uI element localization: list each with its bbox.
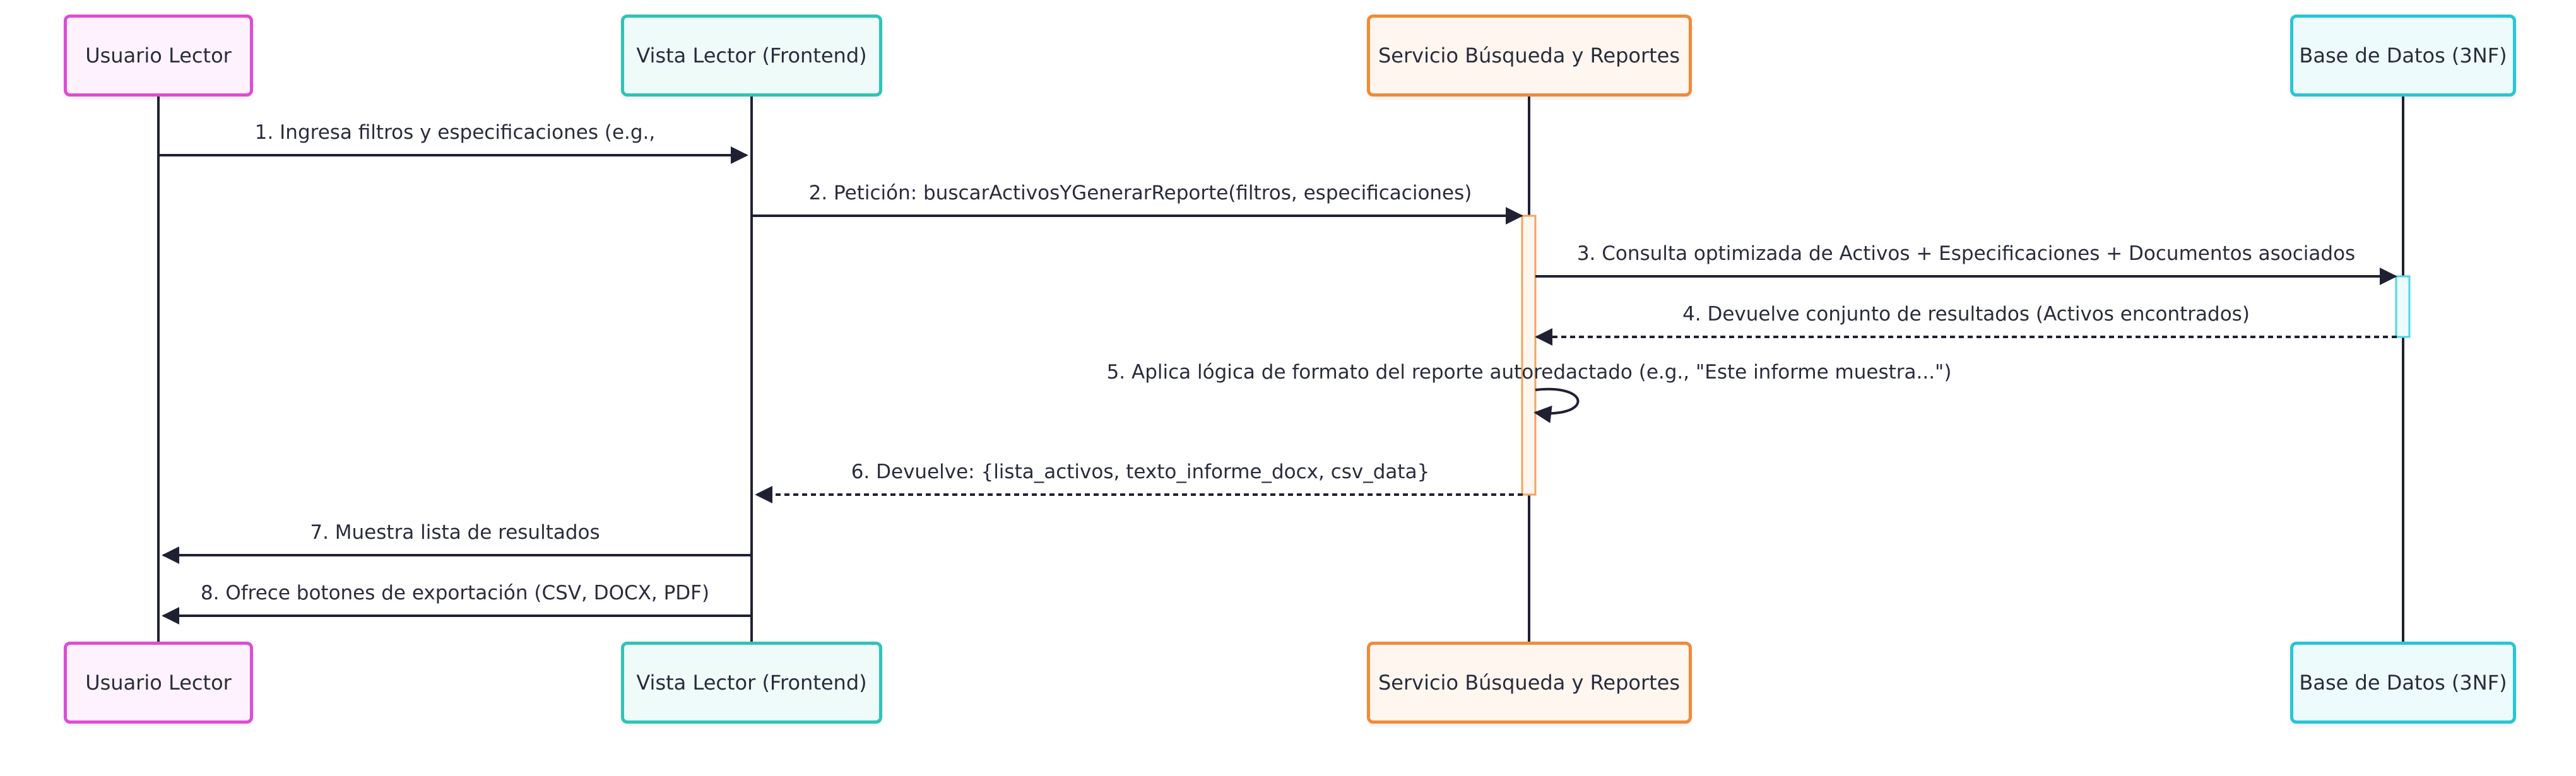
message-label-m5: 5. Aplica lógica de formato del reporte …: [1106, 361, 1952, 384]
actor-label: Vista Lector (Frontend): [636, 44, 867, 68]
actor-box-svc-bottom: Servicio Búsqueda y Reportes: [1366, 642, 1692, 724]
activation-bar-db: [2395, 275, 2411, 338]
actor-label: Base de Datos (3NF): [2299, 44, 2507, 68]
message-label-m7: 7. Muestra lista de resultados: [310, 521, 600, 544]
actor-box-user-top: Usuario Lector: [64, 15, 253, 97]
activation-bar-service: [1521, 215, 1537, 496]
message-label-m1: 1. Ingresa filtros y especificaciones (e…: [254, 121, 656, 144]
message-label-m6: 6. Devuelve: {lista_activos, texto_infor…: [851, 461, 1430, 483]
actor-box-front-top: Vista Lector (Frontend): [621, 15, 882, 97]
actor-box-db-top: Base de Datos (3NF): [2290, 15, 2516, 97]
message-label-m4: 4. Devuelve conjunto de resultados (Acti…: [1682, 303, 2250, 326]
actor-box-db-bottom: Base de Datos (3NF): [2290, 642, 2516, 724]
actor-label: Usuario Lector: [85, 671, 232, 695]
actor-box-user-bottom: Usuario Lector: [64, 642, 253, 724]
actor-label: Servicio Búsqueda y Reportes: [1378, 44, 1681, 68]
message-label-m8: 8. Ofrece botones de exportación (CSV, D…: [200, 582, 710, 604]
actor-label: Usuario Lector: [85, 44, 232, 68]
arrow-m5: [1533, 387, 1580, 423]
actor-box-svc-top: Servicio Búsqueda y Reportes: [1366, 15, 1692, 97]
actor-label: Base de Datos (3NF): [2299, 671, 2507, 695]
message-label-m2: 2. Petición: buscarActivosYGenerarReport…: [808, 182, 1472, 204]
actor-label: Servicio Búsqueda y Reportes: [1378, 671, 1681, 695]
actor-label: Vista Lector (Frontend): [636, 671, 867, 695]
message-label-m3: 3. Consulta optimizada de Activos + Espe…: [1576, 242, 2356, 265]
actor-box-front-bottom: Vista Lector (Frontend): [621, 642, 882, 724]
